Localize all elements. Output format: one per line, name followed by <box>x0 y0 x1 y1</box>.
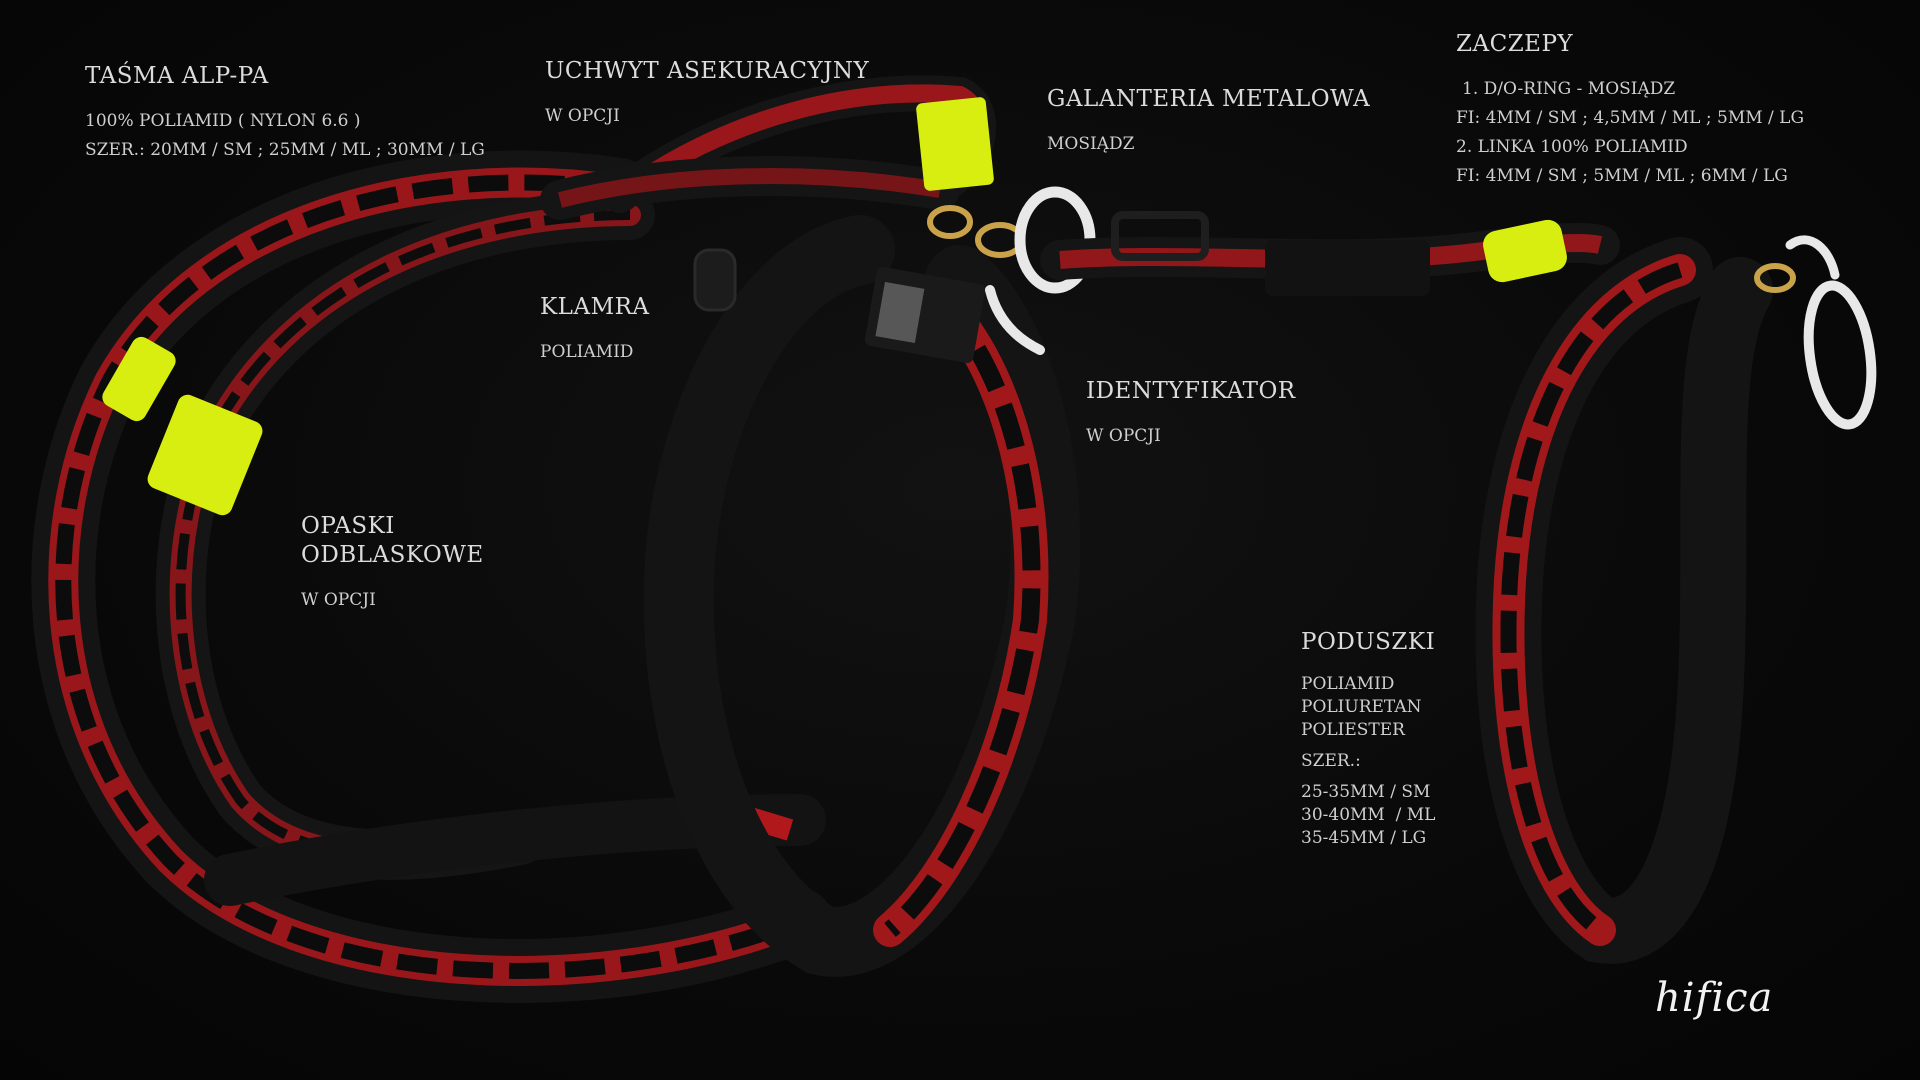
label-zaczepy-line: 1. D/O-RING - MOSIĄDZ <box>1462 79 1676 99</box>
label-opaski: OPASKI ODBLASKOWE W OPCJI <box>301 512 484 615</box>
label-opaski-line: W OPCJI <box>301 590 376 610</box>
label-zaczepy-line: FI: 4MM / SM ; 5MM / ML ; 6MM / LG <box>1456 166 1788 186</box>
label-identyfikator-line: W OPCJI <box>1086 426 1161 446</box>
label-poduszki-size: 35-45MM / LG <box>1301 828 1427 848</box>
reflective-band-connector <box>1483 219 1567 283</box>
brand-logo: hifica <box>1655 975 1774 1021</box>
label-opaski-title-1: OPASKI <box>301 513 395 539</box>
label-poduszki-material: POLIURETAN <box>1301 697 1422 717</box>
label-zaczepy: ZACZEPY 1. D/O-RING - MOSIĄDZ FI: 4MM / … <box>1456 30 1804 191</box>
reflective-band-large <box>147 394 263 516</box>
label-poduszki: PODUSZKI POLIAMID POLIURETAN POLIESTER S… <box>1301 628 1435 850</box>
label-tasma-title: TAŚMA ALP-PA <box>85 63 269 89</box>
label-galanteria: GALANTERIA METALOWA MOSIĄDZ <box>1047 85 1370 159</box>
slider-buckle <box>1111 211 1209 261</box>
label-poduszki-size: 25-35MM / SM <box>1301 782 1431 802</box>
label-uchwyt-line: W OPCJI <box>545 106 620 126</box>
rope-loop-rear <box>1803 280 1877 430</box>
label-zaczepy-title: ZACZEPY <box>1456 31 1574 57</box>
reflective-band-handle <box>916 97 994 191</box>
label-identyfikator: IDENTYFIKATOR W OPCJI <box>1086 377 1296 451</box>
label-tasma-line: 100% POLIAMID ( NYLON 6.6 ) <box>85 111 361 131</box>
label-zaczepy-line: 2. LINKA 100% POLIAMID <box>1456 137 1688 157</box>
buckle <box>693 248 737 312</box>
reflective-band-small <box>102 336 176 422</box>
label-uchwyt: UCHWYT ASEKURACYJNY W OPCJI <box>545 57 869 131</box>
label-klamra: KLAMRA POLIAMID <box>540 293 650 367</box>
label-tasma-line: SZER.: 20MM / SM ; 25MM / ML ; 30MM / LG <box>85 140 485 160</box>
label-poduszki-width: SZER.: <box>1301 751 1361 771</box>
label-uchwyt-title: UCHWYT ASEKURACYJNY <box>545 58 870 84</box>
brass-ring-1 <box>927 205 973 239</box>
label-poduszki-material: POLIESTER <box>1301 720 1405 740</box>
brass-ring-rear <box>1754 263 1796 293</box>
label-opaski-title-2: ODBLASKOWE <box>301 542 484 568</box>
label-klamra-title: KLAMRA <box>540 294 650 320</box>
label-tasma: TAŚMA ALP-PA 100% POLIAMID ( NYLON 6.6 )… <box>85 62 485 165</box>
label-galanteria-title: GALANTERIA METALOWA <box>1047 86 1371 112</box>
label-zaczepy-line: FI: 4MM / SM ; 4,5MM / ML ; 5MM / LG <box>1456 108 1805 128</box>
label-poduszki-size: 30-40MM / ML <box>1301 805 1436 825</box>
label-klamra-line: POLIAMID <box>540 342 634 362</box>
label-identyfikator-title: IDENTYFIKATOR <box>1086 378 1296 404</box>
label-galanteria-line: MOSIĄDZ <box>1047 134 1135 154</box>
label-poduszki-material: POLIAMID <box>1301 674 1395 694</box>
label-poduszki-title: PODUSZKI <box>1301 629 1436 655</box>
